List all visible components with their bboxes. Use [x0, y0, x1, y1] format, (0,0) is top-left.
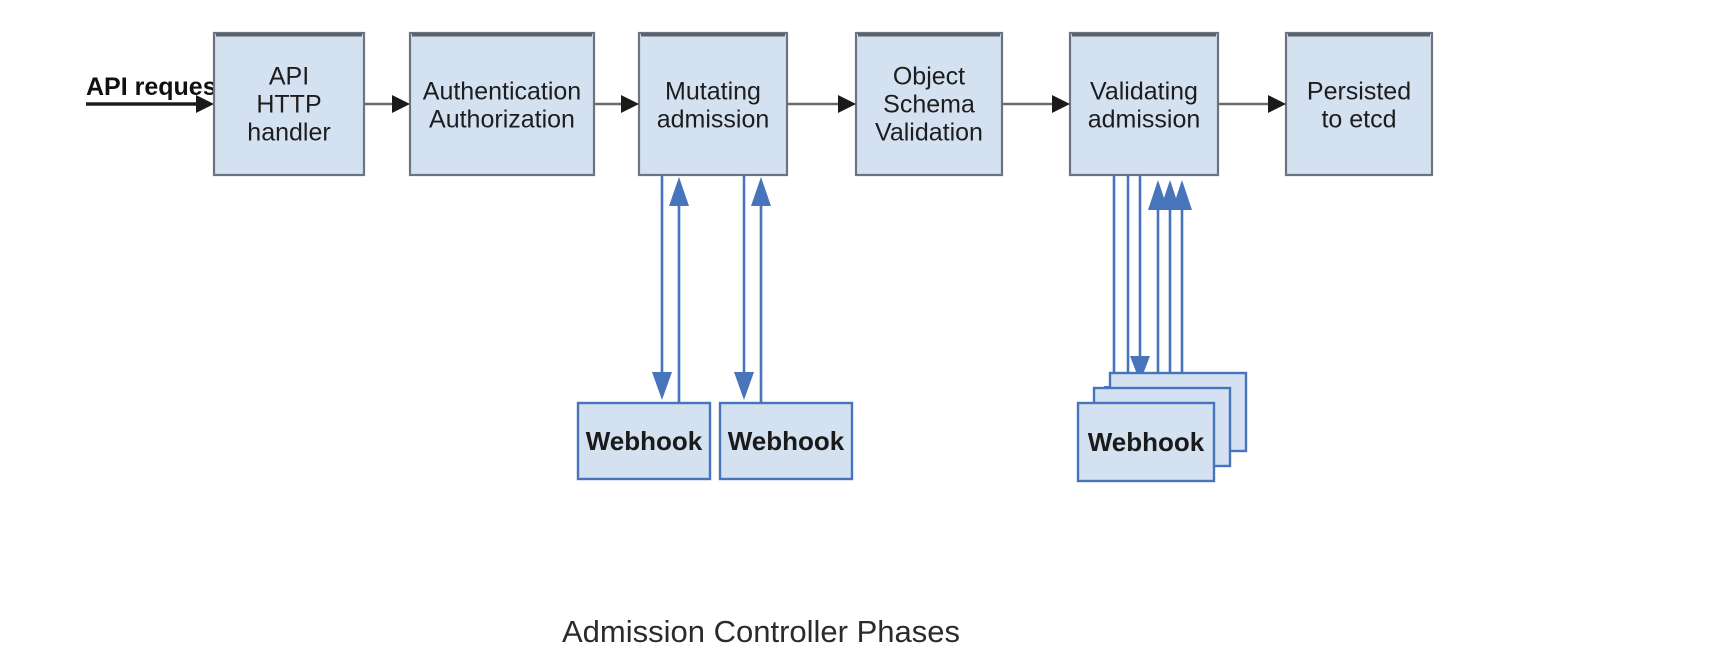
arrow-down-icon [652, 372, 672, 400]
webhook-box-mutating-1[interactable]: Webhook [576, 401, 712, 481]
arrow-right-icon [1268, 95, 1286, 113]
webhook-label: Webhook [586, 426, 703, 456]
phase-label-line-1: Mutating [665, 78, 761, 106]
phase-label-line-3: handler [247, 119, 330, 147]
webhook-rect [718, 401, 854, 481]
phase-box-top-rule [858, 33, 1000, 37]
arrow-right-icon [392, 95, 410, 113]
phase-box-persisted-to-etcd[interactable]: Persisted to etcd [1284, 31, 1434, 177]
api-request-label: API request [86, 73, 226, 101]
phase-box-rect [212, 31, 366, 177]
phase-box-authentication-authorization[interactable]: Authentication Authorization [408, 31, 596, 177]
webhook-rect [576, 401, 712, 481]
arrow-down-icon [1130, 356, 1150, 382]
phase-box-object-schema-validation[interactable]: Object Schema Validation [854, 31, 1004, 177]
connector-validating-to-persisted [1218, 95, 1286, 113]
arrow-right-icon [838, 95, 856, 113]
connector-api-handler-to-auth [364, 95, 410, 113]
phase-box-mutating-admission[interactable]: Mutating admission [637, 31, 789, 177]
arrow-right-icon [621, 95, 639, 113]
phase-label-line-1: Persisted [1307, 78, 1411, 106]
webhook-rect [1076, 401, 1216, 483]
connector-mutating-to-object-schema [787, 95, 856, 113]
phase-box-rect [1068, 31, 1220, 177]
api-request-entry: API request [86, 73, 226, 113]
connector-validating-return-webhooks [1148, 180, 1192, 403]
phase-label-line-3: Validation [875, 119, 983, 147]
phase-box-top-rule [1288, 33, 1430, 37]
diagram-caption: Admission Controller Phases [562, 614, 960, 649]
phase-label-line-1: Authentication [423, 78, 581, 106]
webhook-label: Webhook [1088, 427, 1205, 457]
phase-box-top-rule [216, 33, 362, 37]
phase-label-line-2: to etcd [1321, 106, 1396, 134]
phase-box-top-rule [412, 33, 592, 37]
phase-label-line-1: Object [893, 63, 965, 91]
webhook-box-mutating-2[interactable]: Webhook [718, 401, 854, 481]
arrow-up-icon [669, 177, 689, 206]
phase-box-api-http-handler[interactable]: API HTTP handler [212, 31, 366, 177]
connector-auth-to-mutating [594, 95, 639, 113]
phase-box-rect [854, 31, 1004, 177]
webhook-box-validating-1[interactable]: Webhook [1076, 401, 1216, 483]
phase-box-top-rule [1072, 33, 1216, 37]
webhook-label: Webhook [728, 426, 845, 456]
phase-label-line-2: Schema [883, 91, 975, 119]
phase-label-line-1: API [269, 63, 309, 91]
arrow-up-icon [751, 177, 771, 206]
phase-box-validating-admission[interactable]: Validating admission [1068, 31, 1220, 177]
connector-mutating-return-webhook-2 [751, 177, 771, 403]
arrow-right-icon [1052, 95, 1070, 113]
connector-object-schema-to-validating [1002, 95, 1070, 113]
phase-label-line-1: Validating [1090, 78, 1198, 106]
phase-box-top-rule [641, 33, 785, 37]
arrow-down-icon [734, 372, 754, 400]
connector-mutating-call-webhook-1 [652, 175, 672, 400]
phase-label-line-2: Authorization [429, 106, 575, 134]
arrow-up-icon [1172, 180, 1192, 210]
connector-mutating-return-webhook-1 [669, 177, 689, 403]
arrow-right-icon [196, 95, 214, 113]
phase-label-line-2: admission [657, 106, 770, 134]
phase-label-line-2: admission [1088, 106, 1201, 134]
connector-mutating-call-webhook-2 [734, 175, 754, 400]
phase-box-rect [637, 31, 789, 177]
phase-box-rect [1284, 31, 1434, 177]
phase-label-line-2: HTTP [256, 91, 321, 119]
